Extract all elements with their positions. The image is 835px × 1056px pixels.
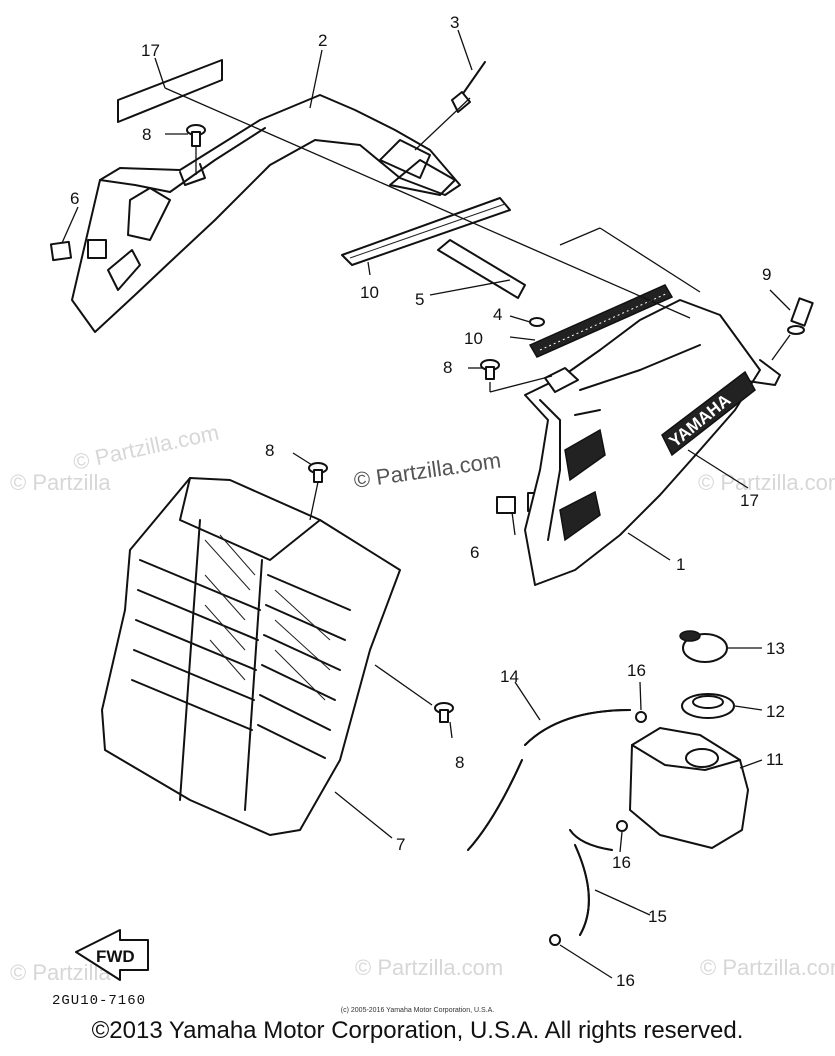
part-8-fastener-a (186, 124, 206, 147)
callout-8-c: 8 (265, 441, 274, 460)
part-2-shroud-bracket (71, 94, 461, 333)
main-copyright: ©2013 Yamaha Motor Corporation, U.S.A. A… (91, 1017, 744, 1044)
callout-8-b: 8 (443, 358, 452, 377)
callout-12: 12 (766, 702, 785, 721)
callout-15: 15 (648, 907, 667, 926)
part-4-nut (529, 317, 545, 327)
watermark-bottom-right: © Partzilla.com (700, 955, 835, 980)
callout-8-d: 8 (455, 753, 464, 772)
fwd-label: FWD (96, 947, 135, 966)
leader-lines (61, 29, 791, 979)
callout-4: 4 (493, 305, 502, 324)
callout-labels: 17 2 3 8 6 10 5 4 10 8 9 17 6 1 8 8 7 13… (70, 13, 785, 990)
part-9-screw (787, 297, 814, 335)
small-copyright: (c) 2005-2016 Yamaha Motor Corporation, … (340, 1007, 495, 1014)
callout-14: 14 (500, 667, 519, 686)
callout-16-c: 16 (616, 971, 635, 990)
callout-3: 3 (450, 13, 459, 32)
diagram-code: 2GU10-7160 (52, 993, 147, 1009)
part-12-cap-seal (681, 693, 735, 719)
callout-2: 2 (318, 31, 327, 50)
part-14-hose (467, 709, 631, 851)
part-16-clamp-a (635, 711, 647, 723)
callout-5: 5 (415, 290, 424, 309)
part-16-clamp-b (616, 820, 628, 832)
grille-louvers (131, 519, 351, 811)
part-8-fastener-b (480, 359, 500, 380)
callout-10-a: 10 (360, 283, 379, 302)
callout-6-a: 6 (70, 189, 79, 208)
part-16-clamp-c (549, 934, 561, 946)
part-3-screw (451, 61, 486, 113)
callout-9: 9 (762, 265, 771, 284)
part-11-reservoir-tank (629, 727, 749, 849)
part-10-strip-lower (528, 284, 674, 358)
watermark-top-left: © Partzilla.com (71, 420, 221, 475)
watermark-bottom-center: © Partzilla.com (355, 955, 503, 980)
callout-17-lower: 17 (740, 491, 759, 510)
part-17-sticker-upper (117, 59, 223, 123)
callout-10-b: 10 (464, 329, 483, 348)
fwd-arrow: FWD (75, 929, 149, 981)
part-5-pad (437, 239, 526, 299)
callout-17-upper: 17 (141, 41, 160, 60)
part-13-cap (679, 630, 728, 663)
callout-13: 13 (766, 639, 785, 658)
callout-7: 7 (396, 835, 405, 854)
watermark-right: © Partzilla.com (698, 470, 835, 495)
callout-1: 1 (676, 555, 685, 574)
part-10-strip-upper (341, 197, 511, 266)
callout-16-b: 16 (612, 853, 631, 872)
callout-11: 11 (766, 750, 784, 769)
part-8-fastener-c (308, 462, 328, 483)
part-1-side-shroud (524, 299, 781, 586)
watermark-center: © Partzilla.com (352, 448, 502, 493)
callout-8-a: 8 (142, 125, 151, 144)
part-7-radiator-grille (101, 477, 401, 836)
part-15-hose (569, 829, 613, 936)
part-6-clip-a (49, 239, 107, 262)
part-8-fastener-d (434, 702, 454, 723)
callout-16-a: 16 (627, 661, 646, 680)
callout-6-b: 6 (470, 543, 479, 562)
watermark-left: © Partzilla (10, 470, 111, 495)
